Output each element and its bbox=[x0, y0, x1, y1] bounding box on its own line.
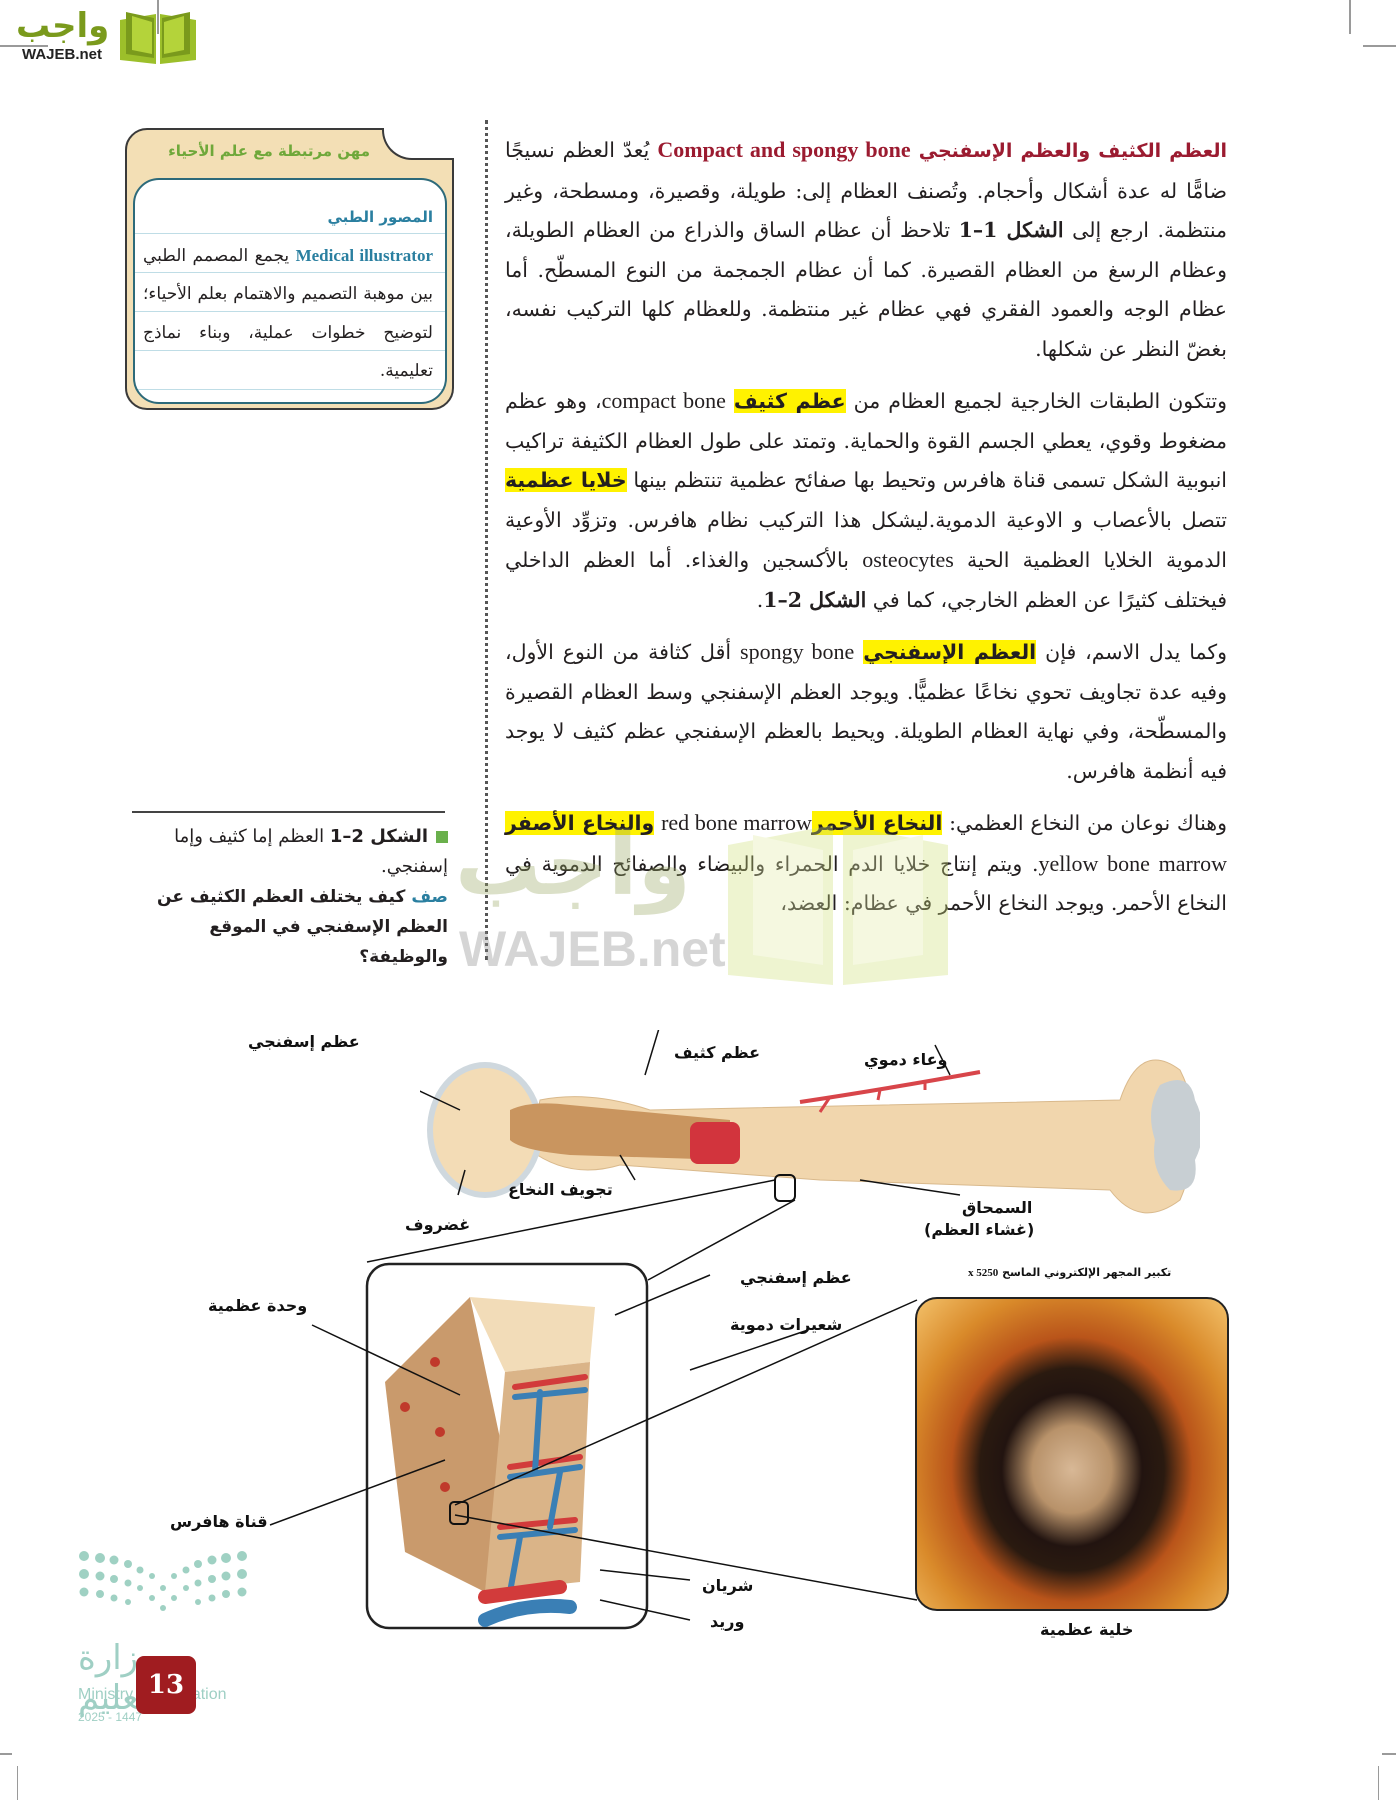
figure-ref-1-1[interactable]: الشكل 1–1 bbox=[958, 218, 1064, 242]
label-cartilage: غضروف bbox=[405, 1215, 471, 1234]
label-vein: وريد bbox=[710, 1612, 745, 1631]
logo-text-en: WAJEB.net bbox=[22, 46, 103, 63]
caption-question: صف كيف يختلف العظم الكثيف عن العظم الإسف… bbox=[157, 887, 448, 967]
paragraph-intro: العظم الكثيف والعظم الإسفنجي Compact and… bbox=[505, 137, 1227, 361]
label-marrow-cavity: تجويف النخاع bbox=[508, 1180, 613, 1199]
term-yellow-marrow: والنخاع الأصفر bbox=[505, 811, 655, 835]
crop-mark bbox=[157, 0, 159, 34]
wajeb-logo[interactable]: واجب WAJEB.net bbox=[10, 6, 196, 66]
crop-mark bbox=[1349, 0, 1351, 34]
edition-year: 2025 - 1447 bbox=[78, 1710, 143, 1724]
sem-osteocyte-photo bbox=[915, 1297, 1229, 1611]
figure-ref-2-1[interactable]: الشكل 2–1 bbox=[763, 587, 867, 612]
career-name-ar: المصور الطبي bbox=[327, 208, 433, 226]
long-bone-diagram bbox=[420, 1030, 1200, 1214]
figure-caption: الشكل 2–1 العظم إما كثيف وإما إسفنجي. صف… bbox=[130, 822, 448, 972]
label-blood-vessel: وعاء دموي bbox=[864, 1050, 948, 1069]
label-haversian-canal: قناة هافرس bbox=[170, 1512, 268, 1531]
crop-mark bbox=[0, 45, 48, 47]
ministry-dots-icon bbox=[79, 1551, 247, 1611]
crop-mark bbox=[1378, 1766, 1379, 1800]
label-periosteum-sub: (غشاء العظم) bbox=[924, 1220, 1035, 1239]
caption-rule bbox=[132, 811, 445, 813]
main-text-column: العظم الكثيف والعظم الإسفنجي Compact and… bbox=[505, 130, 1227, 936]
career-box-title: مهن مرتبطة مع علم الأحياء bbox=[168, 142, 370, 160]
ministry-logo: وزارة التعليم Ministry of Education 2025… bbox=[78, 1550, 258, 1730]
open-book-icon bbox=[120, 12, 196, 64]
term-red-marrow: النخاع الأحمر bbox=[811, 811, 943, 835]
career-box: مهن مرتبطة مع علم الأحياء المصور الطبي M… bbox=[125, 128, 454, 410]
label-spongy-bone: عظم إسفنجي bbox=[248, 1032, 360, 1051]
label-osteocyte: خلية عظمية bbox=[1040, 1620, 1134, 1639]
label-compact-bone: عظم كثيف bbox=[674, 1043, 761, 1062]
term-compact-bone: عظم كثيف bbox=[733, 389, 846, 413]
crop-mark bbox=[17, 1766, 18, 1800]
term-spongy-bone: العظم الإسفنجي bbox=[863, 640, 1037, 664]
career-note-card: المصور الطبي Medical illustrator يجمع ال… bbox=[133, 178, 447, 404]
label-periosteum: السمحاق bbox=[962, 1198, 1033, 1217]
paragraph-bone-marrow: وهناك نوعان من النخاع العظمي: النخاع الأ… bbox=[505, 810, 1228, 915]
crop-mark bbox=[1382, 1753, 1396, 1755]
logo-text-ar: واجب bbox=[16, 6, 110, 46]
crop-mark bbox=[1363, 45, 1396, 47]
caption-bullet-icon bbox=[436, 831, 448, 843]
label-capillaries: شعيرات دموية bbox=[730, 1315, 843, 1334]
label-osteon: وحدة عظمية bbox=[208, 1296, 308, 1315]
label-spongy-bone-detail: عظم إسفنجي bbox=[740, 1268, 852, 1287]
section-title: العظم الكثيف والعظم الإسفنجي Compact and… bbox=[657, 137, 1227, 162]
term-osteocytes: خلايا عظمية bbox=[505, 468, 627, 492]
career-description: يجمع المصمم الطبي بين موهبة التصميم والا… bbox=[143, 245, 433, 382]
career-name-en: Medical illustrator bbox=[295, 245, 433, 265]
label-sem-caption: تكبير المجهر الإلكتروني الماسح 5250 x bbox=[968, 1266, 1172, 1279]
label-artery: شريان bbox=[702, 1576, 754, 1595]
paragraph-spongy-bone: وكما يدل الاسم، فإن العظم الإسفنجي spong… bbox=[505, 639, 1227, 783]
page-number: 13 bbox=[136, 1656, 196, 1714]
caption-figure-label: الشكل 2–1 bbox=[329, 826, 428, 847]
column-divider bbox=[485, 120, 488, 960]
crop-mark bbox=[0, 1753, 12, 1755]
paragraph-compact-bone: وتتكون الطبقات الخارجية لجميع العظام من … bbox=[505, 388, 1228, 612]
career-text: المصور الطبي Medical illustrator يجمع ال… bbox=[143, 198, 433, 391]
